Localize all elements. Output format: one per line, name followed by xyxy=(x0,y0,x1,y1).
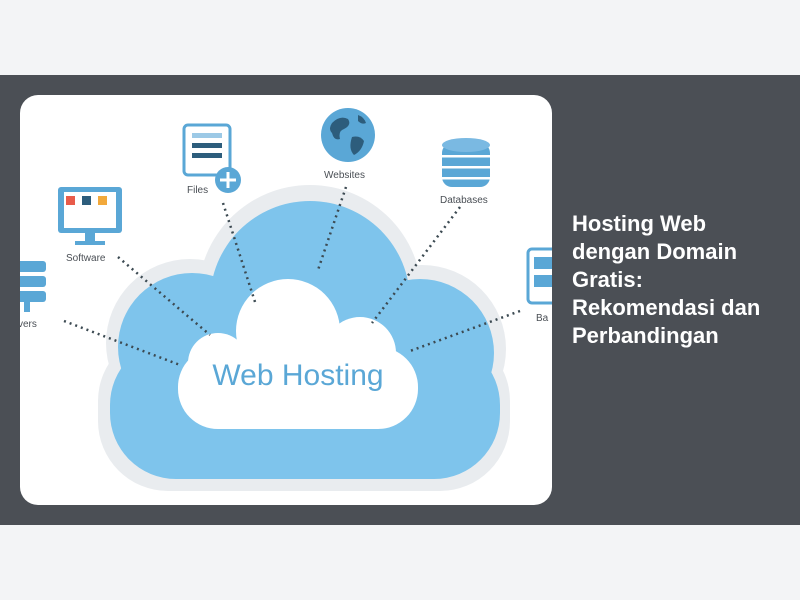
connector-lines xyxy=(63,186,521,367)
databases-label: Databases xyxy=(440,195,488,206)
backup-icon xyxy=(526,247,552,305)
files-icon xyxy=(182,123,241,193)
files-label: Files xyxy=(187,185,208,196)
database-icon xyxy=(442,138,490,187)
web-hosting-illustration: Web Hosting Files Website xyxy=(20,108,552,491)
websites-label: Websites xyxy=(324,170,365,181)
web-hosting-label: Web Hosting xyxy=(212,359,383,392)
backup-label: Ba xyxy=(536,313,549,324)
servers-label: vers xyxy=(20,319,37,330)
article-title[interactable]: Hosting Web dengan Domain Gratis: Rekome… xyxy=(572,211,761,348)
featured-image[interactable]: Web Hosting Files Website xyxy=(20,95,552,505)
globe-icon xyxy=(321,108,375,162)
inner-cloud xyxy=(178,279,418,429)
software-label: Software xyxy=(66,253,106,264)
monitor-icon xyxy=(58,187,122,245)
server-icon xyxy=(20,261,46,312)
